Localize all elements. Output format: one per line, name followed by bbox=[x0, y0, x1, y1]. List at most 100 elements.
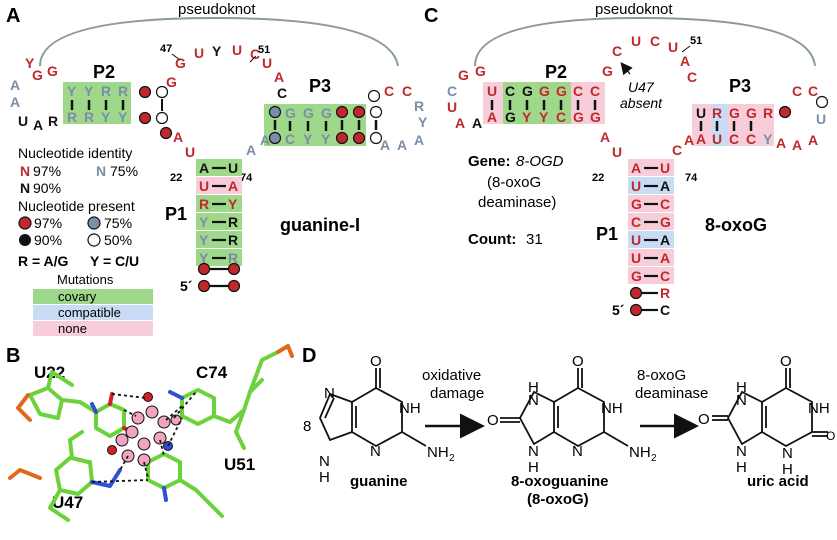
svg-text:C: C bbox=[505, 83, 515, 99]
svg-text:2: 2 bbox=[449, 453, 455, 464]
svg-text:U: U bbox=[631, 178, 641, 194]
svg-text:C: C bbox=[384, 83, 394, 99]
svg-text:Y: Y bbox=[118, 109, 128, 125]
svg-text:N: N bbox=[782, 445, 793, 462]
svg-text:G: G bbox=[556, 83, 567, 99]
svg-text:G: G bbox=[505, 109, 516, 125]
num-51-c: 51 bbox=[690, 35, 702, 47]
label-u47: U47 bbox=[52, 493, 83, 512]
svg-text:A: A bbox=[680, 53, 690, 69]
svg-text:U: U bbox=[816, 111, 826, 127]
svg-text:A: A bbox=[487, 109, 497, 125]
step1-line1: oxidative bbox=[422, 367, 481, 384]
oxoguanine-structure bbox=[500, 368, 629, 448]
svg-text:H: H bbox=[528, 459, 539, 476]
svg-text:Y: Y bbox=[321, 131, 331, 147]
svg-text:G: G bbox=[175, 55, 186, 71]
svg-text:N: N bbox=[528, 392, 539, 409]
svg-text:Y: Y bbox=[522, 109, 532, 125]
num-22-c: 22 bbox=[592, 172, 604, 184]
svg-text:R: R bbox=[228, 232, 238, 248]
svg-text:U: U bbox=[228, 160, 238, 176]
legend-identity-title: Nucleotide identity bbox=[18, 145, 132, 161]
svg-text:R: R bbox=[199, 196, 209, 212]
uric-acid-label: uric acid bbox=[747, 473, 809, 490]
p1-label-c: P1 bbox=[596, 224, 618, 244]
svg-text:G: G bbox=[539, 83, 550, 99]
p3-label-a: P3 bbox=[309, 76, 331, 96]
oxoguanine-label-2: (8-oxoG) bbox=[527, 491, 589, 508]
svg-text:O: O bbox=[826, 429, 835, 443]
top-loop-c: G C U C U A C bbox=[602, 33, 697, 85]
num-47-a: 47 bbox=[160, 43, 172, 55]
u47-absent-label-1: U47 bbox=[628, 79, 655, 95]
svg-text:C: C bbox=[672, 142, 682, 158]
gene-desc-2: deaminase) bbox=[478, 194, 556, 211]
guanine-atoms: O NH N NH 2 N N H 8 bbox=[303, 353, 455, 486]
svg-text:A: A bbox=[684, 132, 694, 148]
molecule-sticks bbox=[8, 344, 294, 522]
svg-text:N: N bbox=[572, 443, 583, 460]
panel-b: B U22 C74 U47 U51 bbox=[6, 344, 294, 522]
svg-text:U: U bbox=[262, 55, 272, 71]
svg-text:H: H bbox=[736, 459, 747, 476]
svg-text:N: N bbox=[20, 163, 30, 179]
svg-text:N: N bbox=[528, 443, 539, 460]
svg-text:C: C bbox=[808, 83, 818, 99]
guanine-label: guanine bbox=[350, 473, 408, 490]
num-74-c: 74 bbox=[685, 172, 698, 184]
svg-text:A: A bbox=[380, 137, 390, 153]
oxoguanine-label-1: 8-oxoguanine bbox=[511, 473, 609, 490]
svg-text:A: A bbox=[10, 77, 20, 93]
svg-text:A: A bbox=[792, 137, 802, 153]
count-value: 31 bbox=[526, 231, 543, 248]
svg-text:C: C bbox=[650, 33, 660, 49]
legend-r-def: R = A/G bbox=[18, 253, 69, 269]
svg-text:U: U bbox=[631, 33, 641, 49]
svg-text:R: R bbox=[84, 109, 94, 125]
svg-text:A: A bbox=[776, 135, 786, 151]
riboswitch-name-c: 8-oxoG bbox=[705, 215, 767, 235]
svg-text:C: C bbox=[792, 83, 802, 99]
gene-label: Gene: bbox=[468, 153, 511, 170]
svg-text:C: C bbox=[660, 196, 670, 212]
num-51-a: 51 bbox=[258, 44, 270, 56]
svg-text:U: U bbox=[487, 83, 497, 99]
legend-n75: 75% bbox=[110, 163, 138, 179]
svg-text:G: G bbox=[166, 74, 177, 90]
label-u51: U51 bbox=[224, 455, 255, 474]
svg-text:A: A bbox=[274, 69, 284, 85]
p1-label-a: P1 bbox=[165, 204, 187, 224]
svg-text:Y: Y bbox=[67, 83, 77, 99]
svg-text:U: U bbox=[660, 160, 670, 176]
panel-d-label: D bbox=[302, 345, 316, 367]
svg-text:G: G bbox=[285, 105, 296, 121]
panel-b-label: B bbox=[6, 345, 20, 367]
svg-text:A: A bbox=[10, 94, 20, 110]
legend-p97: 97% bbox=[34, 215, 62, 231]
count-label: Count: bbox=[468, 231, 516, 248]
svg-text:R: R bbox=[228, 214, 238, 230]
svg-text:G: G bbox=[47, 63, 58, 79]
svg-text:G: G bbox=[573, 109, 584, 125]
svg-text:U: U bbox=[668, 39, 678, 55]
svg-text:R: R bbox=[228, 250, 238, 266]
svg-text:C: C bbox=[277, 85, 287, 101]
svg-text:NH: NH bbox=[629, 444, 651, 461]
num-22-a: 22 bbox=[170, 172, 182, 184]
svg-text:NH: NH bbox=[808, 400, 830, 417]
svg-text:O: O bbox=[370, 353, 382, 370]
svg-text:N: N bbox=[370, 443, 381, 460]
svg-text:U: U bbox=[612, 144, 622, 160]
svg-text:H: H bbox=[782, 461, 793, 478]
svg-text:NH: NH bbox=[601, 400, 623, 417]
svg-text:U: U bbox=[18, 113, 28, 129]
